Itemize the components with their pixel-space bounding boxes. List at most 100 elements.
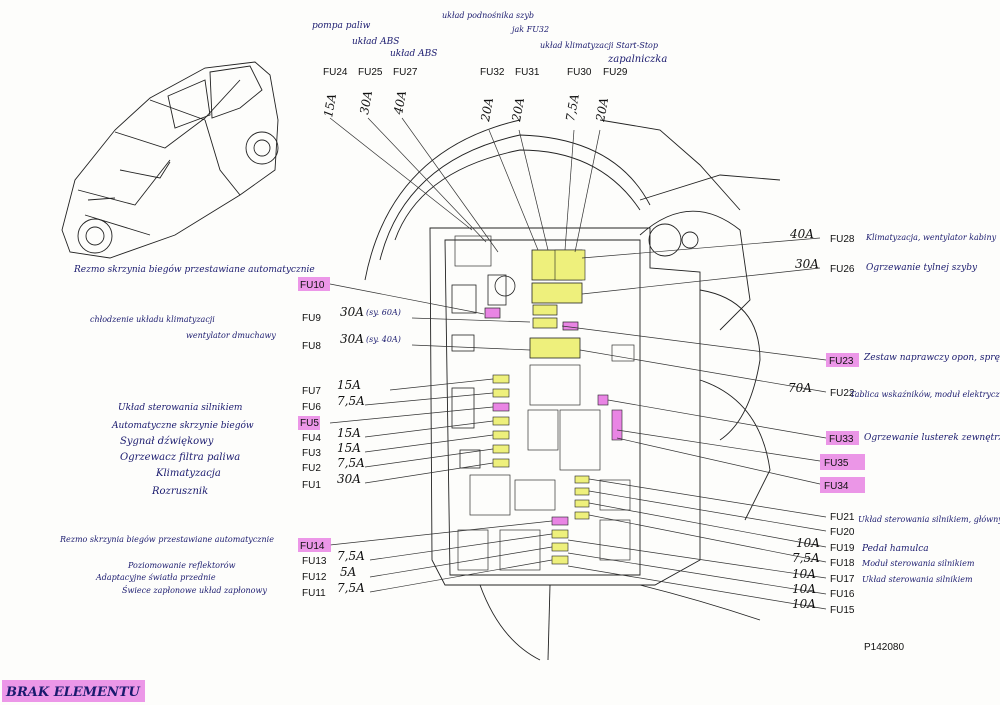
fuse-note-fu21: Układ sterowania silnikiem, główny przek… [858,515,1000,524]
fuse-label-fu31: FU31 [515,67,540,78]
fuse-label-fu35: FU35 [824,458,849,469]
fuse-amp-fu15: 10A [792,597,816,611]
fuse-amp-fu11: 7,5A [337,581,365,595]
fuse-note-fu1: Rozrusznik [151,486,208,497]
fuse-amp-fu19: 10A [796,536,820,550]
fuse-label-fu13: FU13 [302,556,327,567]
fuse-amp-fu24: 15A [321,92,339,118]
fuse-amp-fu16: 10A [792,582,816,596]
fuse-amp-fu25: 30A [357,89,375,115]
fuse-sub-fu8: (sy. 40A) [366,335,401,344]
fuse-label-fu34: FU34 [824,481,849,492]
fuse-amp-fu32: 20A [478,96,496,123]
fuse-label-fu8: FU8 [302,341,321,352]
top-fuse-labels: FU24 FU25 FU27 FU32 FU31 FU30 FU29 15A 3… [312,11,667,124]
fuse-amp-fu31: 20A [509,96,527,123]
fuse-label-fu30: FU30 [567,67,592,78]
fuse-note-fu8: wentylator dmuchawy [186,331,276,340]
fuse-label-fu21: FU21 [830,512,855,523]
fuse-amp-fu2: 7,5A [337,456,365,470]
fuse-note-fu28: Klimatyzacja, wentylator kabiny [865,233,997,242]
fuse-label-fu22: FU22 [830,388,855,399]
fuse-label-fu27: FU27 [393,67,418,78]
fuse-note-fu32: układ podnośnika szyb [442,11,534,20]
car-illustration [61,61,279,259]
fuse-label-fu7: FU7 [302,386,321,397]
fuse-slots [451,235,635,571]
fuse-label-fu11: FU11 [302,588,326,599]
fuse-note-fu11: Świece zapłonowe układ zapłonowy [122,586,267,595]
fuse-amp-fu12: 5A [340,565,357,579]
fuse-note-fu31: jak FU32 [510,25,549,34]
fuse-amp-fu26: 30A [795,257,819,271]
fuse-label-fu19: FU19 [830,543,855,554]
leader-lines [329,117,827,610]
fuse-note-fu24: pompa paliw [312,21,371,31]
fuse-amp-fu1: 30A [337,472,361,486]
left-fuse-labels: FU10 FU9 FU8 FU7 FU6 FU5 FU4 FU3 FU2 FU1… [59,264,401,599]
fuse-label-fu28: FU28 [830,234,855,245]
fuse-label-fu26: FU26 [830,264,855,275]
fuse-note-fu26: Ogrzewanie tylnej szyby [866,263,978,273]
fuse-note-fu19: Pedał hamulca [861,544,929,554]
fuse-label-fu32: FU32 [480,67,505,78]
fuse-label-fu1: FU1 [302,480,321,491]
fuse-note-fu5: Automatyczne skrzynie biegów [111,420,254,431]
fuse-label-fu6: FU6 [302,402,321,413]
fuse-note-fu13: Poziomowanie reflektorów [127,561,236,570]
fuse-note-fu25: układ ABS [352,37,399,47]
fuse-amp-fu7: 15A [337,378,361,392]
fuse-label-fu5: FU5 [300,418,319,429]
fuse-box-outline [364,119,781,661]
fuse-note-fu9: chłodzenie układu klimatyzacji [90,315,215,324]
fuse-amp-fu3: 15A [337,441,361,455]
fuse-note-fu10: Rezmo skrzynia biegów przestawiane autom… [73,264,315,275]
fuse-note-fu18: Moduł sterowania silnikiem [861,559,975,568]
fuse-label-fu3: FU3 [302,448,321,459]
fuse-amp-fu6: 7,5A [337,394,365,408]
fuse-label-fu25: FU25 [358,67,383,78]
fuse-label-fu17: FU17 [830,574,855,585]
fuse-note-fu30: układ klimatyzacji Start-Stop [540,41,658,50]
fuse-label-fu24: FU24 [323,67,348,78]
missing-element-label: BRAK ELEMENTU [5,685,141,700]
fuse-amp-fu8: 30A [340,332,364,346]
fuse-label-fu10: FU10 [300,280,325,291]
highlight-marks [2,277,865,702]
fuse-amp-fu4: 15A [337,426,361,440]
fuse-note-fu14: Rezmo skrzynia biegów przestawiane autom… [59,535,274,544]
fuse-label-fu18: FU18 [830,558,855,569]
fuse-note-fu17: Układ sterowania silnikiem [862,575,973,584]
fuse-note-fu22: Tablica wskaźników, moduł elektryczny na… [850,390,1000,399]
fuse-label-fu2: FU2 [302,463,321,474]
fuse-note-fu6: Układ sterowania silnikiem [118,403,242,413]
fuse-label-fu14: FU14 [300,541,325,552]
fuse-label-fu9: FU9 [302,313,321,324]
fuse-amp-fu28: 40A [789,227,814,241]
fuse-note-fu4: Sygnał dźwiękowy [120,436,214,447]
fuse-label-fu12: FU12 [302,572,327,583]
fuse-note-fu2: Klimatyzacja [155,468,221,479]
fuse-label-fu33: FU33 [829,434,854,445]
fuse-note-fu3: Ogrzewacz filtra paliwa [120,452,240,463]
fuse-amp-fu9: 30A [340,305,364,319]
fuse-label-fu29: FU29 [603,67,628,78]
figure-code: P142080 [864,642,904,653]
fuse-label-fu23: FU23 [829,356,854,367]
fuse-label-fu20: FU20 [830,527,855,538]
right-fuse-labels: FU28 FU26 FU23 FU22 FU33 FU35 FU34 FU21 … [788,227,1000,616]
fuse-amp-fu18: 7,5A [792,551,820,565]
fuse-label-fu4: FU4 [302,433,321,444]
fuse-amp-fu13: 7,5A [337,549,365,563]
fuse-amp-fu27: 40A [391,89,409,116]
fuse-amp-fu22: 70A [788,381,812,395]
fuse-note-fu29: zapalniczka [607,54,667,65]
fuse-sub-fu9: (sy. 60A) [366,308,401,317]
fuse-amp-fu29: 20A [593,96,611,123]
fuse-amp-fu30: 7,5A [563,92,582,122]
fuse-note-fu33: Ogrzewanie lusterek zewnętrznych [864,433,1000,443]
fuse-amp-fu17: 10A [792,567,816,581]
fuse-note-fu23: Zestaw naprawczy opon, sprężarka [863,353,1000,363]
